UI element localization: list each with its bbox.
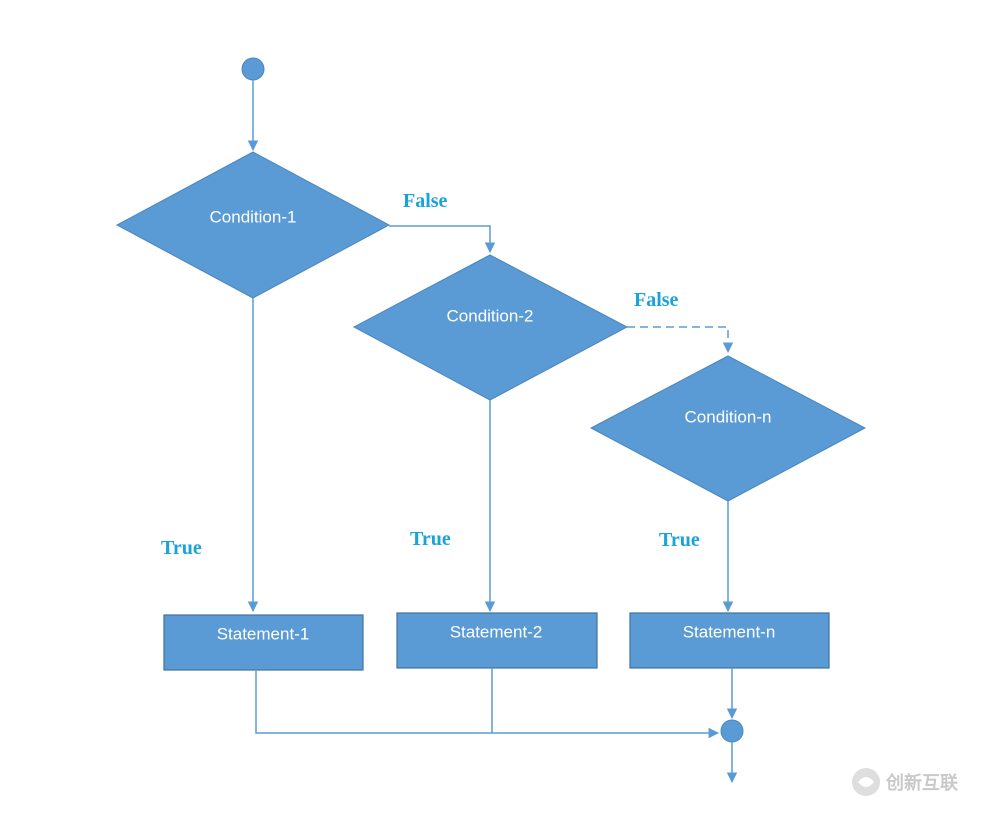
statement-2-box <box>396 612 598 669</box>
statement-1-label: Statement-1 <box>217 624 310 643</box>
edge-label-true-n: True <box>659 529 700 551</box>
statement-n-label: Statement-n <box>683 622 776 641</box>
edge-c2-false-to-cn <box>627 326 734 354</box>
decision-condition-n <box>589 355 867 502</box>
edge-label-false-2: False <box>634 289 679 311</box>
statement-1-box <box>163 614 364 671</box>
edge-label-true-2: True <box>410 528 451 550</box>
edge-label-true-1: True <box>161 537 202 559</box>
watermark-logo: 创新互联 <box>852 768 958 796</box>
start-node <box>241 57 265 81</box>
watermark-text: 创新互联 <box>885 772 958 794</box>
edge-label-false-1: False <box>403 190 448 212</box>
decision-condition-1-label: Condition-1 <box>210 207 297 226</box>
merge-node <box>720 719 744 743</box>
statement-2-label: Statement-2 <box>450 622 543 641</box>
edge-c1-false-to-c2 <box>389 225 496 254</box>
decision-condition-2 <box>352 254 629 401</box>
watermark-mark-icon <box>858 777 874 787</box>
edge-s1-to-merge <box>255 670 720 739</box>
decision-condition-2-label: Condition-2 <box>447 306 534 325</box>
statement-n-box <box>629 612 830 669</box>
decision-condition-n-label: Condition-n <box>685 407 772 426</box>
